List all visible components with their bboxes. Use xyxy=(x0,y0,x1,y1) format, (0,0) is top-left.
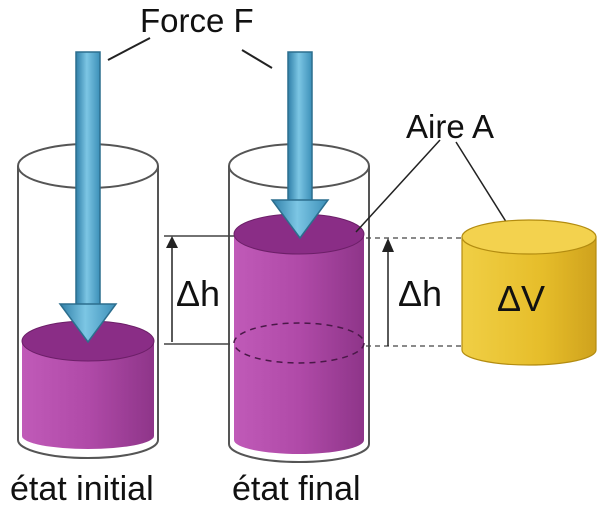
delta-h-right-bracket xyxy=(366,237,462,347)
force-label: Force F xyxy=(140,2,254,39)
delta-h-right-label: Δh xyxy=(398,273,442,314)
area-leader-block xyxy=(455,141,511,229)
delta-h-left-bracket xyxy=(164,235,234,345)
delta-h-left-label: Δh xyxy=(176,273,220,314)
initial-glass-bottom xyxy=(17,439,159,459)
final-liquid xyxy=(234,234,364,454)
former-level-ellipse xyxy=(233,322,365,364)
final-state-label: état final xyxy=(232,470,361,508)
final-glass-bottom xyxy=(228,443,370,463)
force-leader-left xyxy=(107,37,151,61)
force-leader-right xyxy=(241,49,273,69)
delta-v-block xyxy=(461,219,597,366)
delta-v-label: ΔV xyxy=(497,278,545,319)
initial-cylinder xyxy=(17,51,159,459)
initial-liquid xyxy=(22,341,154,449)
area-leader-cylinder xyxy=(355,139,441,233)
initial-force-arrow xyxy=(58,51,118,344)
final-cylinder xyxy=(228,51,370,463)
initial-state-label: état initial xyxy=(10,470,154,508)
area-label: Aire A xyxy=(406,108,494,145)
final-force-arrow xyxy=(270,51,330,240)
